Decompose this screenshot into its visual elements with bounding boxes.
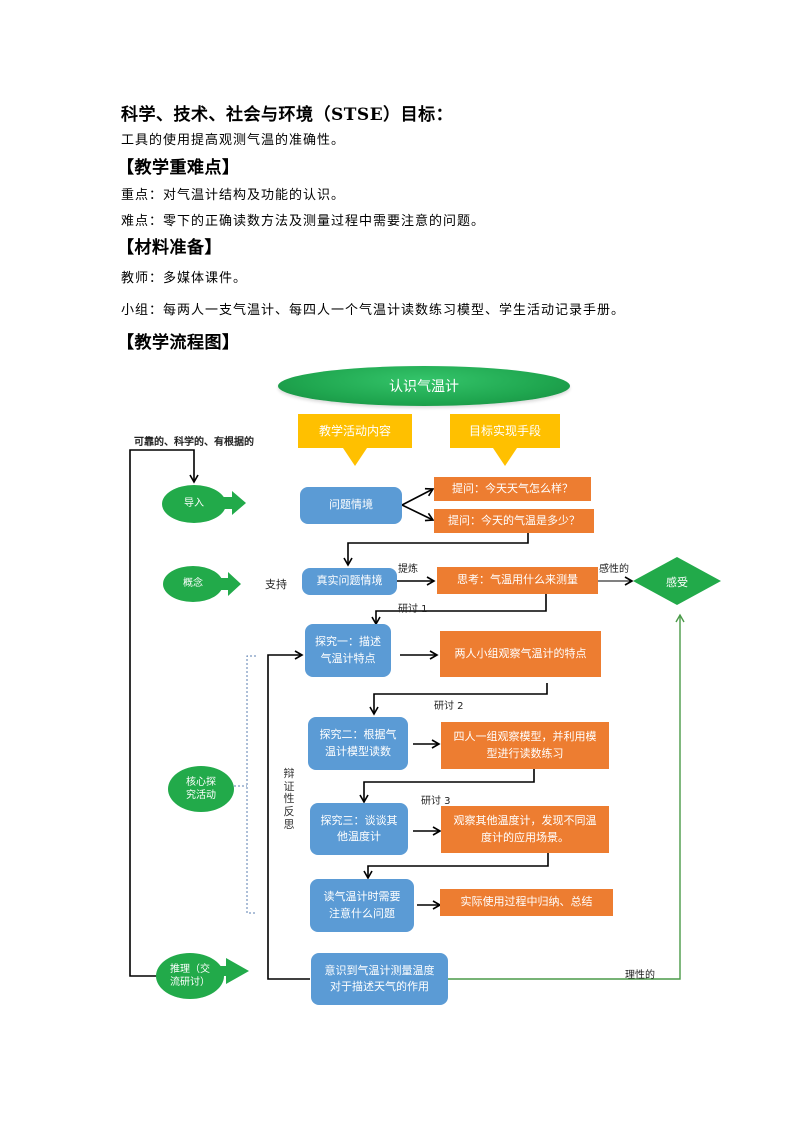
yellow-down-arrow-means — [493, 448, 517, 466]
stse-text: 工具的使用提高观测气温的准确性。 — [121, 133, 346, 148]
reasoning-arrow-shape — [218, 958, 249, 984]
rational-label: 理性的 — [625, 970, 655, 981]
stage-reasoning: 推理（交流研讨） — [156, 953, 224, 999]
loop-connector — [129, 449, 199, 977]
model-reading-label: 四人一组观察模型，并利用模型进行读数练习 — [453, 730, 597, 760]
feel-label: 感受 — [666, 576, 688, 589]
node-explore-1: 探究一：描述气温计特点 — [305, 624, 391, 677]
materials-teacher-text: 教师：多媒体课件。 — [121, 271, 248, 286]
other-thermometers-label: 观察其他温度计，发现不同温度计的应用场景。 — [453, 814, 597, 844]
key-points-heading: 【教学重难点】 — [117, 158, 240, 178]
node-real-problem: 真实问题情境 — [302, 568, 397, 595]
attention-issues-label: 读气温计时需要注意什么问题 — [323, 890, 401, 920]
node-explore-2: 探究二：根据气温计模型读数 — [308, 717, 408, 770]
conclusion-label: 意识到气温计测量温度对于描述天气的作用 — [324, 963, 435, 994]
reasoning-label: 推理（交流研讨） — [170, 963, 210, 989]
difficult-point-text: 难点：零下的正确读数方法及测量过程中需要注意的问题。 — [121, 214, 486, 229]
reflection-connector — [267, 650, 310, 980]
discussion-label-1: 研讨 1 — [398, 604, 428, 615]
support-label: 支持 — [265, 578, 287, 591]
node-other-thermometers: 观察其他温度计，发现不同温度计的应用场景。 — [441, 806, 609, 853]
intro-arrow-shape — [218, 491, 246, 515]
node-attention-issues: 读气温计时需要注意什么问题 — [310, 879, 414, 932]
core-activity-label: 核心探究活动 — [186, 776, 216, 802]
flowchart-heading: 【教学流程图】 — [117, 333, 240, 353]
feel-diamond — [633, 557, 721, 605]
loop-label: 可靠的、科学的、有根据的 — [134, 437, 254, 448]
refine-label: 提炼 — [398, 564, 418, 575]
node-question-temperature: 提问：今天的气温是多少？ — [434, 509, 594, 533]
node-summarize: 实际使用过程中归纳、总结 — [440, 889, 613, 916]
stage-concept: 概念 — [163, 566, 223, 602]
key-point-text: 重点：对气温计结构及功能的认识。 — [121, 188, 346, 203]
concept-arrow-shape — [218, 572, 241, 596]
stage-core-activity: 核心探究活动 — [168, 766, 234, 812]
node-observe-pair: 两人小组观察气温计的特点 — [440, 631, 601, 677]
materials-group-text: 小组：每两人一支气温计、每四人一个气温计读数练习模型、学生活动记录手册。 — [121, 303, 626, 318]
header-teaching-content: 教学活动内容 — [298, 414, 412, 448]
rational-connector — [448, 613, 685, 980]
header-goal-means: 目标实现手段 — [450, 414, 560, 448]
node-question-weather: 提问：今天天气怎么样？ — [434, 477, 591, 501]
sensory-label: 感性的 — [599, 564, 629, 575]
discussion-label-2: 研讨 2 — [434, 701, 464, 712]
yellow-down-arrow-content — [343, 448, 367, 466]
materials-heading: 【材料准备】 — [117, 238, 222, 258]
node-conclusion: 意识到气温计测量温度对于描述天气的作用 — [311, 953, 448, 1005]
node-think-measure: 思考：气温用什么来测量 — [437, 567, 598, 594]
stse-heading: 科学、技术、社会与环境（STSE）目标： — [121, 105, 454, 125]
stage-intro: 导入 — [162, 485, 226, 523]
node-explore-3: 探究三：谈谈其他温度计 — [310, 803, 408, 855]
core-activity-bracket — [246, 655, 256, 914]
node-problem-situation: 问题情境 — [300, 487, 402, 524]
explore-1-label: 探究一：描述气温计特点 — [315, 635, 381, 665]
explore-2-label: 探究二：根据气温计模型读数 — [319, 728, 397, 758]
flowchart-title: 认识气温计 — [278, 366, 570, 406]
node-model-reading: 四人一组观察模型，并利用模型进行读数练习 — [441, 722, 609, 769]
discussion-label-3: 研讨 3 — [421, 796, 451, 807]
reflection-label: 辩证性反思 — [283, 767, 295, 831]
explore-3-label: 探究三：谈谈其他温度计 — [320, 813, 398, 844]
